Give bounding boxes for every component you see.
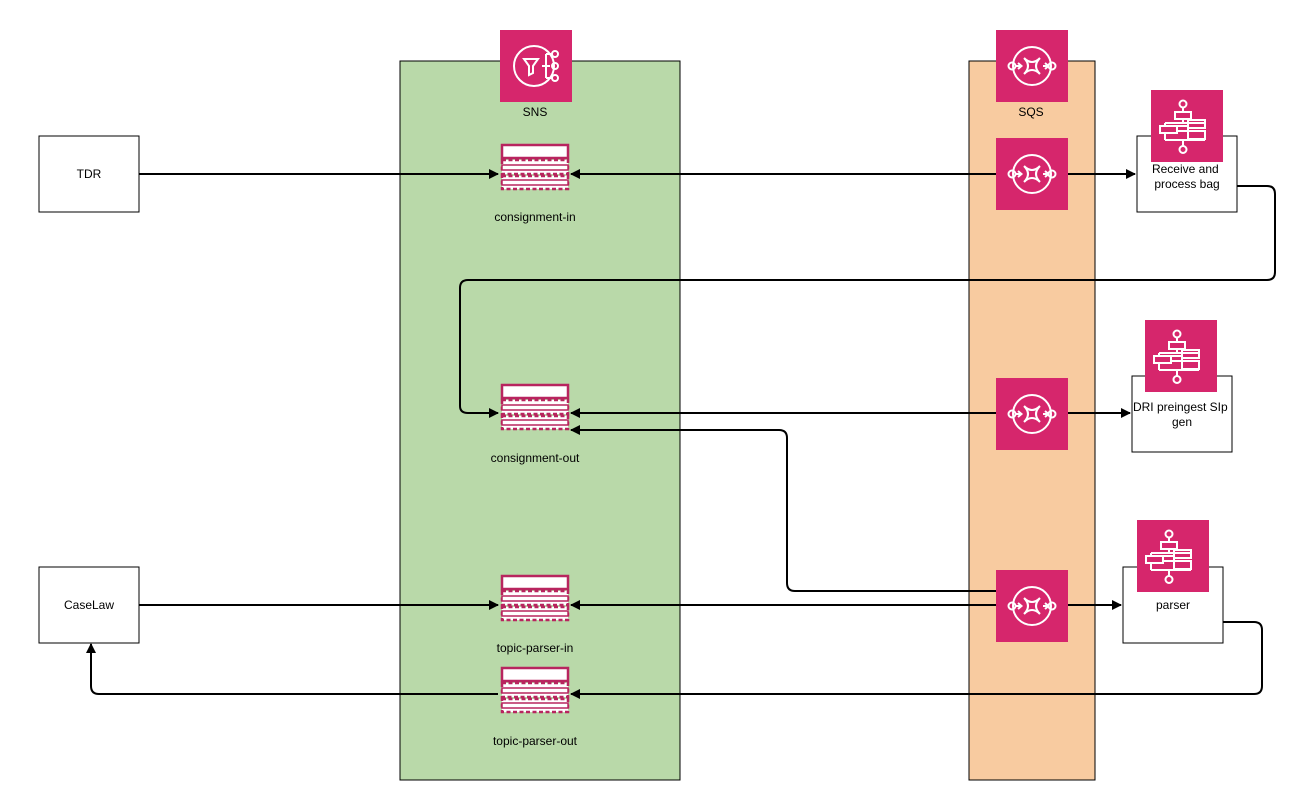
edge-queue3-to-consignment-out <box>570 425 996 592</box>
tdr-node[interactable]: TDR <box>38 135 140 213</box>
edge-receive-to-consignment-out <box>459 185 1276 418</box>
caselaw-node[interactable]: CaseLaw <box>38 566 140 644</box>
parser-node[interactable]: parser <box>1122 520 1224 644</box>
step-functions-icon <box>1137 520 1209 592</box>
tdr-label: TDR <box>77 167 102 181</box>
sns-topic-icon <box>500 143 570 191</box>
sns-topic-icon <box>500 383 570 431</box>
step-functions-icon <box>1151 90 1223 162</box>
topic-label: consignment-out <box>491 451 580 465</box>
dri-label-line-1: DRI preingest SIp <box>1133 400 1228 414</box>
edge-parser-to-topic-parser-out <box>570 621 1263 699</box>
receive-and-process-bag-node[interactable]: Receive and process bag <box>1136 90 1238 213</box>
topic-label: consignment-in <box>494 210 575 224</box>
sqs-queue-icon <box>996 378 1068 450</box>
sqs-queue-consignment-out[interactable] <box>996 378 1068 450</box>
receive-label-line-1: Receive and <box>1152 162 1219 176</box>
sqs-queue-parser[interactable] <box>996 570 1068 642</box>
edge-topic-parser-out-to-caselaw <box>86 643 498 695</box>
sqs-zone-label: SQS <box>1018 105 1043 119</box>
topic-consignment-in[interactable]: consignment-in <box>494 143 576 224</box>
dri-preingest-node[interactable]: DRI preingest SIp gen <box>1131 320 1233 453</box>
parser-label: parser <box>1156 598 1190 612</box>
sns-icon <box>500 30 572 102</box>
receive-label: Receive and process bag <box>1152 162 1222 191</box>
topic-consignment-out[interactable]: consignment-out <box>491 383 580 465</box>
caselaw-label: CaseLaw <box>64 598 114 612</box>
sqs-queue-icon <box>996 570 1068 642</box>
dri-label: DRI preingest SIp gen <box>1133 400 1231 429</box>
sns-topic-icon <box>500 574 570 622</box>
step-functions-icon <box>1145 320 1217 392</box>
parser-label-line-1: parser <box>1156 598 1190 612</box>
sqs-icon <box>996 30 1068 102</box>
sqs-queue-consignment-in[interactable] <box>996 138 1068 210</box>
topic-label: topic-parser-in <box>497 641 574 655</box>
sns-zone-label: SNS <box>523 105 548 119</box>
topic-label: topic-parser-out <box>493 734 578 748</box>
topic-parser-out[interactable]: topic-parser-out <box>493 666 578 748</box>
dri-label-line-2: gen <box>1172 415 1192 429</box>
sqs-queue-icon <box>996 138 1068 210</box>
connectors <box>86 169 1276 699</box>
topic-parser-in[interactable]: topic-parser-in <box>497 574 574 655</box>
receive-label-line-2: process bag <box>1154 177 1219 191</box>
sns-topic-icon <box>500 666 570 714</box>
